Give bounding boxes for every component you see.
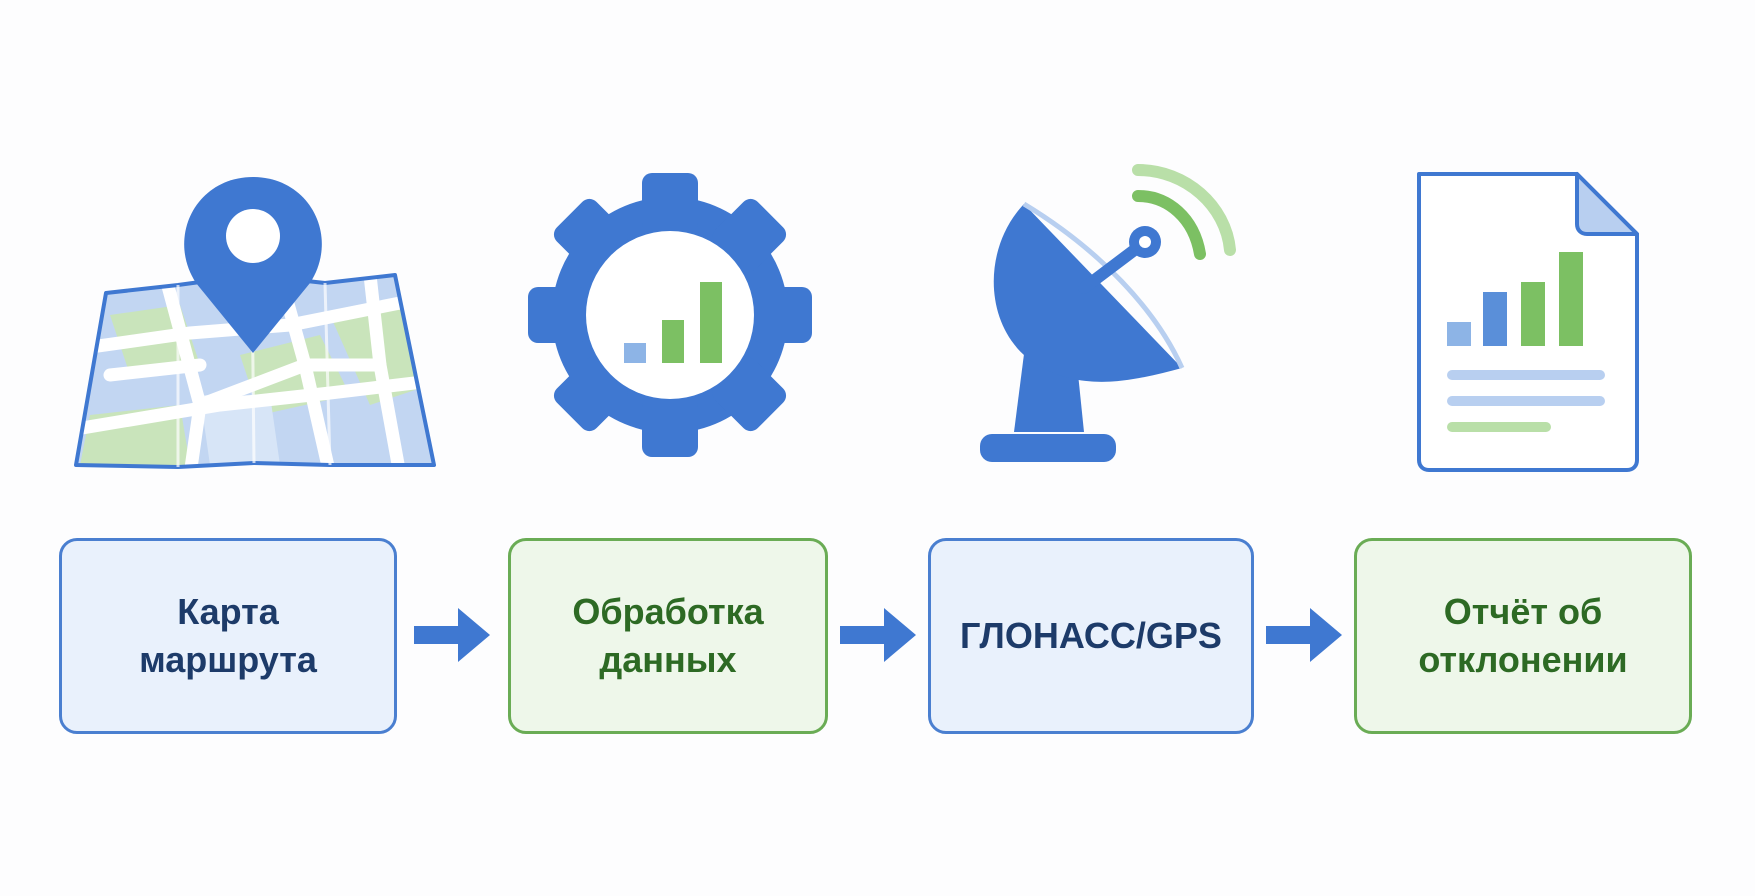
satellite-dish-icon <box>980 164 1236 462</box>
gear-chart-icon <box>528 173 812 457</box>
step-label: Карта маршрута <box>139 591 317 680</box>
step-box-route-map: Карта маршрута <box>59 538 397 734</box>
step-box-deviation-report: Отчёт об отклонении <box>1354 538 1692 734</box>
arrow-right-icon <box>840 608 916 662</box>
step-label: Обработка данных <box>572 591 764 680</box>
report-document-icon <box>1417 172 1639 472</box>
arrow-right-icon <box>414 608 490 662</box>
map-pin-icon <box>74 177 436 469</box>
arrow-right-icon <box>1266 608 1342 662</box>
step-label: Отчёт об отклонении <box>1418 591 1628 680</box>
step-box-glonass-gps: ГЛОНАСС/GPS <box>928 538 1254 734</box>
step-label: ГЛОНАСС/GPS <box>960 615 1222 656</box>
step-box-data-processing: Обработка данных <box>508 538 828 734</box>
